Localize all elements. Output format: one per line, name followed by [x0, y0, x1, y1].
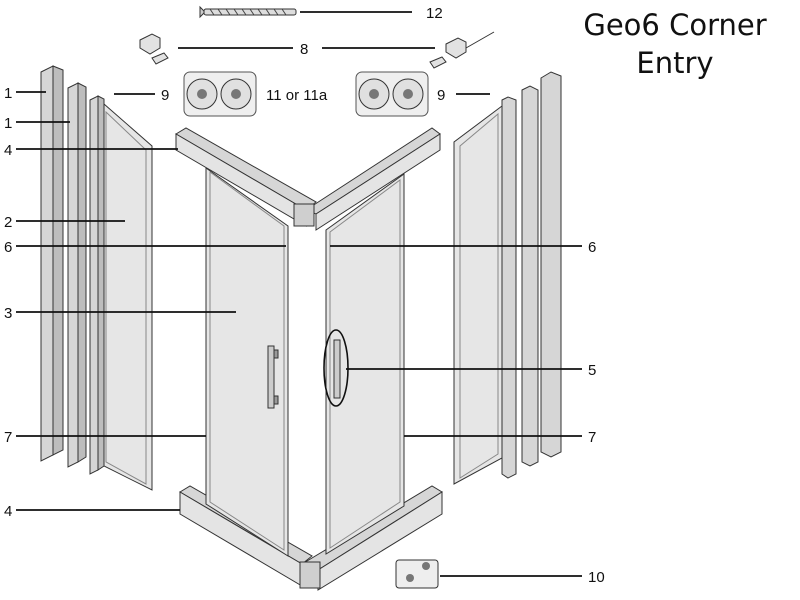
title-line-1: Geo6 Corner — [583, 8, 767, 42]
right-door-panel — [325, 173, 405, 555]
right-leaders — [330, 245, 582, 437]
callout-right-3: 7 — [588, 429, 596, 446]
callout-9-right: 9 — [437, 87, 445, 104]
right-wall-profiles — [501, 71, 562, 479]
callout-8: 8 — [300, 41, 308, 58]
callout-left-6: 3 — [4, 305, 12, 322]
callout-right-2: 5 — [588, 362, 596, 379]
left-door-panel — [205, 167, 289, 557]
left-wall-profiles — [40, 65, 105, 475]
right-callouts: 6 5 7 — [588, 239, 596, 446]
left-side-panel — [103, 102, 153, 491]
left-callouts: 1 1 4 2 6 3 7 4 — [4, 85, 12, 520]
callout-left-3: 4 — [4, 142, 12, 159]
callout-left-5: 6 — [4, 239, 12, 256]
rubber-bumper-icon — [395, 559, 439, 589]
top-frame — [175, 127, 441, 231]
right-side-panel — [453, 105, 503, 485]
title-line-2: Entry — [636, 46, 714, 80]
handle-icon — [267, 329, 349, 409]
left-leaders — [16, 91, 286, 511]
callout-12: 12 — [426, 5, 443, 22]
callout-left-4: 2 — [4, 214, 12, 231]
callout-11: 11 or 11a — [266, 87, 328, 104]
roller-icon — [183, 71, 429, 117]
callout-left-7: 7 — [4, 429, 12, 446]
callout-left-2: 1 — [4, 115, 12, 132]
callout-9-left: 9 — [161, 87, 169, 104]
screw-icon — [199, 5, 297, 19]
bracket-icon — [139, 31, 495, 69]
callout-left-1: 1 — [4, 85, 12, 102]
callout-right-1: 6 — [588, 239, 596, 256]
diagram-title: Geo6 Corner Entry — [580, 6, 770, 82]
callout-left-8: 4 — [4, 503, 12, 520]
callout-10: 10 — [588, 569, 605, 586]
